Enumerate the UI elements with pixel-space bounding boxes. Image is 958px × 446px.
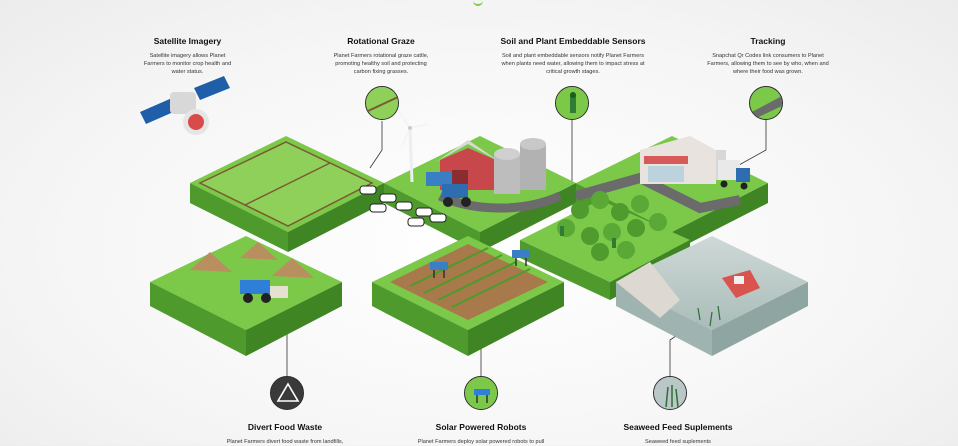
solar-robot-icon <box>465 377 497 409</box>
label-divert-food-waste: Divert Food Waste Planet Farmers divert … <box>214 422 356 446</box>
label-solar-robots: Solar Powered Robots Planet Farmers depl… <box>408 422 554 446</box>
robots-title: Solar Powered Robots <box>435 422 527 432</box>
tracking-text: Snapchat Qr Codes link consumers to Plan… <box>707 53 829 76</box>
silo-icon <box>494 138 546 194</box>
seaweed-callout-circle <box>653 376 687 410</box>
water-tile <box>616 236 808 356</box>
label-seaweed: Seaweed Feed Suplements Seaweed feed sup… <box>616 422 740 446</box>
robots-callout-circle <box>464 376 498 410</box>
road-detail-icon <box>750 87 782 119</box>
pasture-tile <box>190 136 384 252</box>
label-rotational-graze: Rotational Graze Planet Farmers rotation… <box>326 36 436 76</box>
satellite-title: Satellite Imagery <box>153 36 222 46</box>
food-waste-callout-circle <box>270 376 304 410</box>
pasture-detail-icon <box>366 87 398 119</box>
compost-tractor-icon <box>240 280 288 303</box>
satellite-icon <box>140 76 230 135</box>
robot-icon <box>430 250 530 278</box>
seaweed-title: Seaweed Feed Suplements <box>623 422 733 432</box>
label-sensors: Soil and Plant Embeddable Sensors Soil a… <box>500 36 646 76</box>
sensors-callout-circle <box>555 86 589 120</box>
sensor-detail-icon <box>556 87 588 119</box>
label-tracking: Tracking Snapchat Qr Codes link consumer… <box>706 36 830 76</box>
label-satellite-imagery: Satellite Imagery Satellite imagery allo… <box>140 36 235 76</box>
robots-text: Planet Farmers deploy solar powered robo… <box>417 439 545 445</box>
graze-text: Planet Farmers rotational graze cattle, … <box>333 53 429 76</box>
boat-icon <box>722 270 760 298</box>
truck-icon <box>718 160 750 190</box>
recycle-icon <box>271 377 303 409</box>
header-accent <box>473 0 483 6</box>
graze-callout-circle <box>365 86 399 120</box>
wind-turbine-icon <box>397 109 429 183</box>
seaweed-text: Seaweed feed suplements <box>645 439 711 445</box>
store-icon <box>640 136 726 184</box>
tractor-icon <box>426 172 471 207</box>
seaweed-detail-icon <box>654 377 686 409</box>
graze-leader <box>369 121 383 169</box>
graze-title: Rotational Graze <box>347 36 415 46</box>
tracking-leader <box>729 120 767 171</box>
seaweed-icon <box>697 305 721 327</box>
tracking-callout-circle <box>749 86 783 120</box>
satellite-text: Satellite imagery allows Planet Farmers … <box>143 53 232 76</box>
sensors-text: Soil and plant embeddable sensors notify… <box>501 53 645 76</box>
sensors-title: Soil and Plant Embeddable Sensors <box>500 36 646 46</box>
tracking-title: Tracking <box>750 36 786 46</box>
sensor-icon <box>560 226 616 248</box>
cow-icon <box>359 185 447 227</box>
food-waste-title: Divert Food Waste <box>247 422 323 432</box>
food-waste-text: Planet Farmers divert food waste from la… <box>226 439 344 445</box>
